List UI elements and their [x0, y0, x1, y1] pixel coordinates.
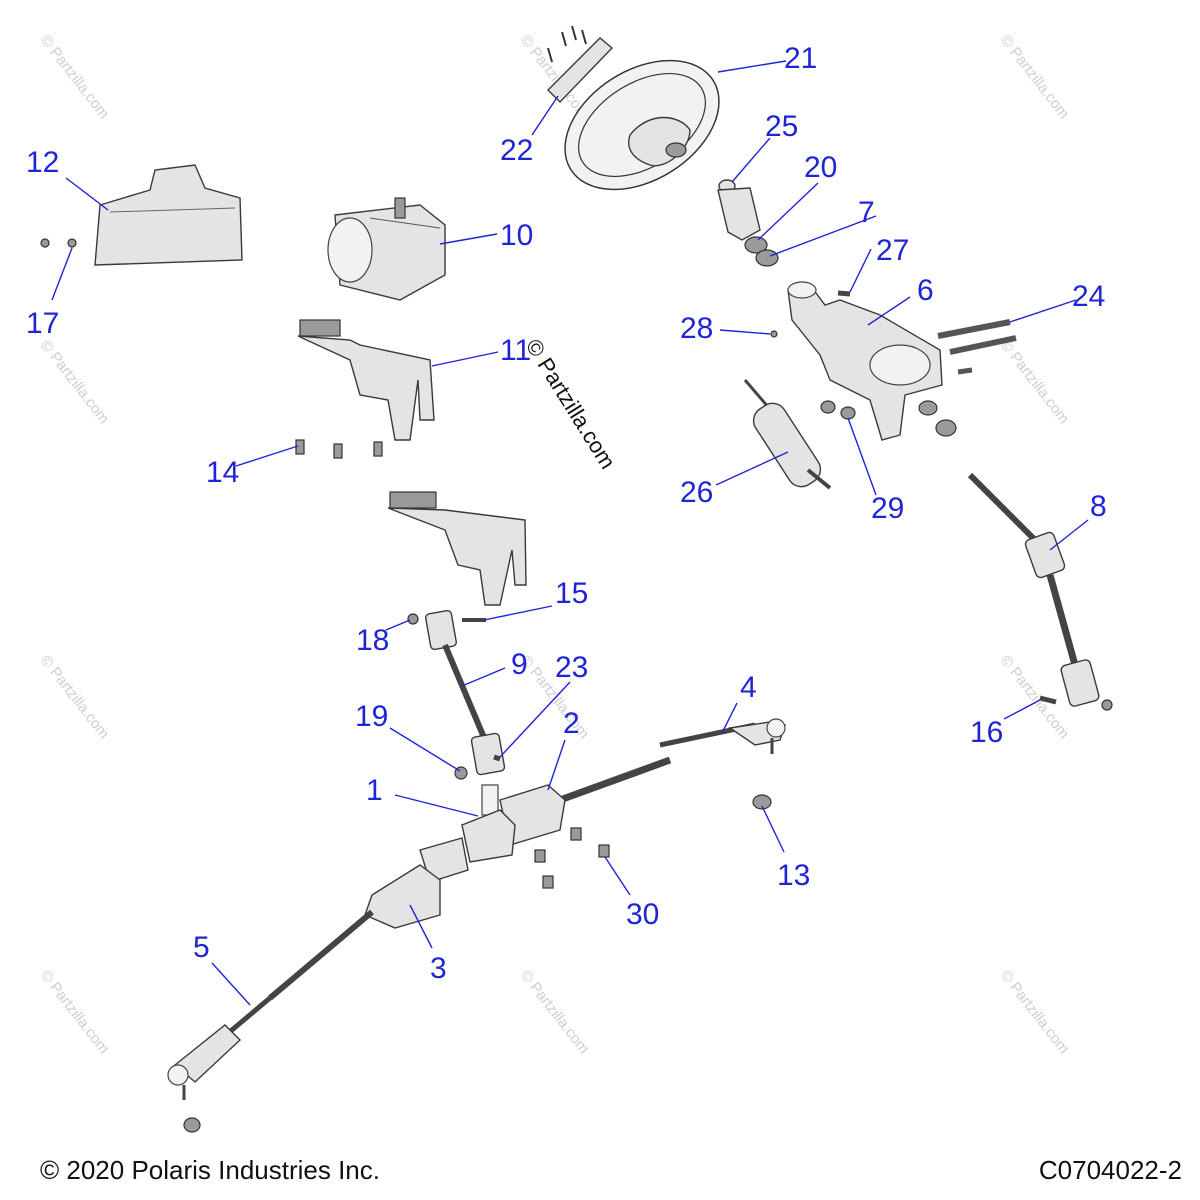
callout-20[interactable]: 20: [804, 151, 837, 184]
callout-8[interactable]: 8: [1090, 490, 1107, 523]
part-27-bolt[interactable]: [837, 290, 851, 297]
callout-16[interactable]: 16: [970, 716, 1003, 749]
part-17-rivet[interactable]: [40, 238, 50, 248]
callout-13[interactable]: 13: [777, 859, 810, 892]
part-17-rivet[interactable]: [67, 238, 77, 248]
watermark-tile: © Partzilla.com: [37, 32, 113, 122]
callout-25[interactable]: 25: [765, 110, 798, 143]
watermark-main: © Partzilla.com: [521, 334, 621, 473]
part-26-gas-strut[interactable]: [743, 379, 832, 492]
callout-21[interactable]: 21: [784, 42, 817, 75]
part-9-intermediate-shaft[interactable]: [425, 609, 506, 776]
part-20-hub[interactable]: [717, 187, 768, 254]
part-30-nuts[interactable]: [534, 827, 610, 889]
callout-labels: 1 2 3 4 5 6 7 8 9 10 11 12 13 14 15 16 1…: [26, 42, 1107, 985]
callout-12[interactable]: 12: [26, 146, 59, 179]
callout-26[interactable]: 26: [680, 476, 713, 509]
part-28-nut[interactable]: [770, 330, 778, 338]
watermark-tile: © Partzilla.com: [517, 967, 593, 1057]
column-bearing: [935, 419, 957, 437]
part-23-bolt[interactable]: [493, 754, 501, 762]
callout-2[interactable]: 2: [563, 707, 580, 740]
part-8-steering-shaft[interactable]: [967, 472, 1100, 707]
part-16-bolt[interactable]: [1039, 695, 1057, 705]
part-14-bolts[interactable]: [295, 439, 383, 459]
part-5-tie-rod-left[interactable]: [167, 996, 272, 1133]
part-10-eps-unit[interactable]: [327, 197, 446, 301]
leader-lines: [51, 60, 1089, 1006]
watermark-tile: © Partzilla.com: [37, 337, 113, 427]
callout-14[interactable]: 14: [206, 456, 239, 489]
callout-10[interactable]: 10: [500, 219, 533, 252]
column-bearing: [918, 400, 938, 416]
callout-7[interactable]: 7: [858, 196, 875, 229]
part-4-tie-rod-right[interactable]: [659, 718, 786, 754]
callout-4[interactable]: 4: [740, 671, 757, 704]
watermark-tile: © Partzilla.com: [37, 652, 113, 742]
callout-6[interactable]: 6: [917, 274, 934, 307]
callout-24[interactable]: 24: [1072, 280, 1105, 313]
callout-9[interactable]: 9: [511, 648, 528, 681]
part-29-nut[interactable]: [820, 400, 836, 414]
callout-1[interactable]: 1: [366, 774, 383, 807]
callout-28[interactable]: 28: [680, 312, 713, 345]
part-3-rack-housing-left[interactable]: [268, 837, 469, 1001]
watermark-tile: © Partzilla.com: [997, 337, 1073, 427]
part-29-nut[interactable]: [840, 406, 856, 420]
callout-22[interactable]: 22: [500, 134, 533, 167]
watermark-tile: © Partzilla.com: [997, 652, 1073, 742]
callout-27[interactable]: 27: [876, 234, 909, 267]
part-1-pinion-housing[interactable]: [461, 784, 516, 863]
part-11-upper-bracket[interactable]: [297, 319, 435, 441]
callout-23[interactable]: 23: [555, 651, 588, 684]
part-18-nut[interactable]: [407, 613, 419, 625]
callout-29[interactable]: 29: [871, 492, 904, 525]
watermark-tile: © Partzilla.com: [997, 967, 1073, 1057]
callout-5[interactable]: 5: [193, 931, 210, 964]
callout-11[interactable]: 11: [500, 334, 531, 367]
part-24-bolts[interactable]: [937, 319, 1017, 375]
callout-3[interactable]: 3: [430, 952, 447, 985]
copyright-notice: © 2020 Polaris Industries Inc.: [40, 1155, 380, 1185]
part-21-steering-wheel[interactable]: [542, 34, 743, 216]
callout-15[interactable]: 15: [555, 577, 588, 610]
watermark-tile: © Partzilla.com: [37, 967, 113, 1057]
part-13-grommet[interactable]: [752, 794, 772, 810]
callout-17[interactable]: 17: [26, 307, 59, 340]
diagram-id: C0704022-2: [1038, 1155, 1182, 1185]
lower-bracket: [387, 491, 527, 606]
callout-30[interactable]: 30: [626, 898, 659, 931]
watermark-tile: © Partzilla.com: [997, 32, 1073, 122]
part-7-bushing[interactable]: [755, 249, 779, 267]
part-2-rack-housing[interactable]: [499, 756, 672, 846]
part-6-column-bracket[interactable]: [787, 281, 943, 441]
part-16-nut[interactable]: [1101, 699, 1113, 711]
part-12-cover[interactable]: [94, 164, 243, 266]
callout-18[interactable]: 18: [356, 624, 389, 657]
callout-19[interactable]: 19: [355, 700, 388, 733]
